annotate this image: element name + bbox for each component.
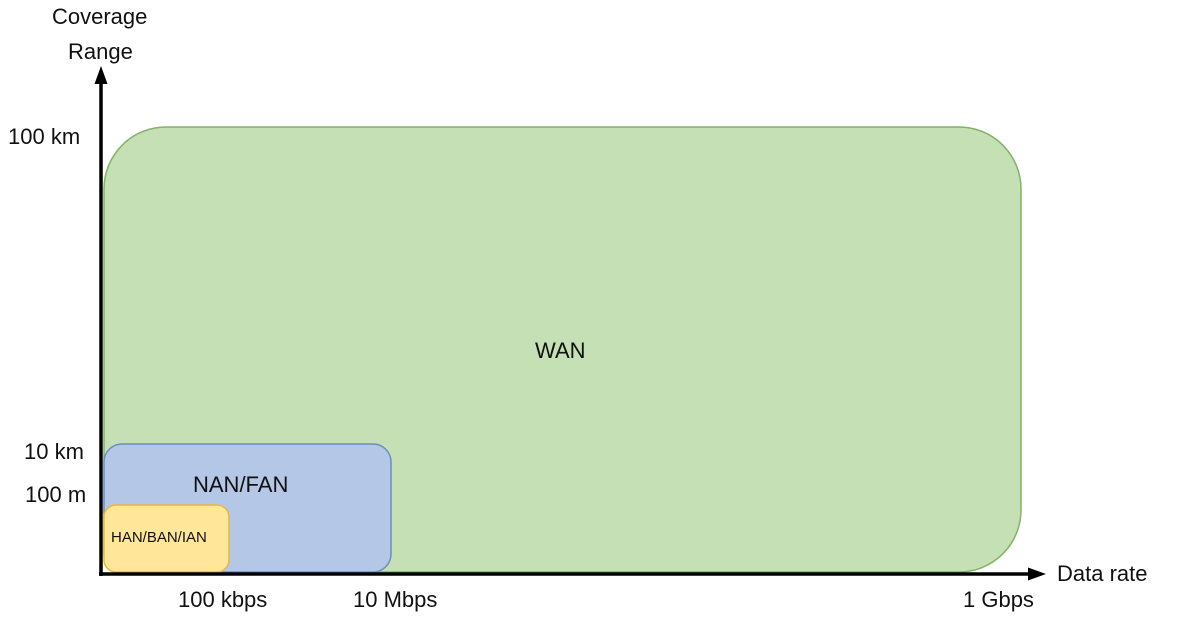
x-tick-label-1gbps: 1 Gbps	[963, 587, 1034, 612]
x-tick-label-10mbps: 10 Mbps	[353, 587, 438, 612]
y-tick-label-10km: 10 km	[24, 439, 84, 464]
y-axis-title-line2: Range	[68, 39, 133, 64]
han-ban-ian-label: HAN/BAN/IAN	[111, 529, 207, 546]
x-tick-label-100kbps: 100 kbps	[178, 587, 268, 612]
y-axis-arrowhead	[94, 66, 108, 84]
y-axis-title-line1: Coverage	[52, 4, 148, 29]
wan-label: WAN	[535, 338, 586, 363]
x-axis-title: Data rate	[1057, 561, 1148, 586]
han-ban-ian-region	[103, 504, 230, 573]
y-tick-label-100m: 100 m	[25, 482, 87, 507]
nan-fan-label: NAN/FAN	[193, 472, 289, 497]
y-tick-label-100km: 100 km	[8, 124, 81, 149]
x-axis-arrowhead	[1028, 567, 1046, 581]
